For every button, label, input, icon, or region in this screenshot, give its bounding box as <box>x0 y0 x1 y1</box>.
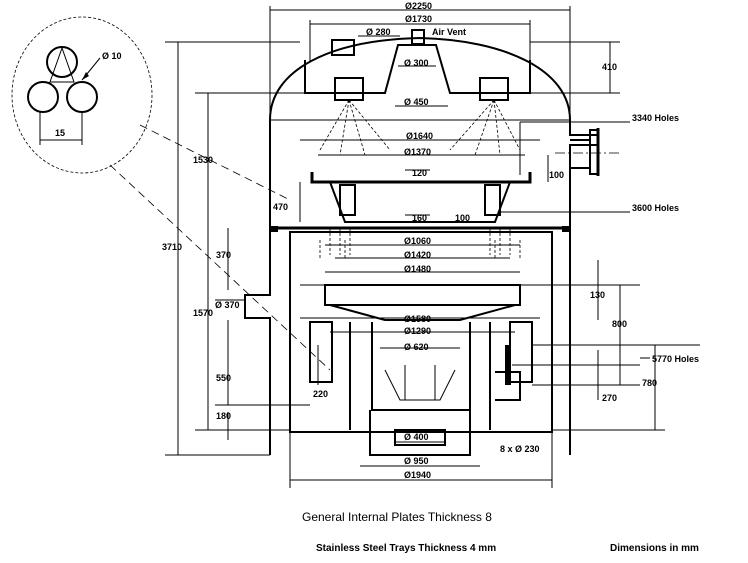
dim-120: 120 <box>412 168 427 178</box>
detail-15: 15 <box>55 128 65 138</box>
dim-780: 780 <box>642 378 657 388</box>
dim-280: Ø 280 <box>366 27 391 37</box>
dim-950: Ø 950 <box>404 456 429 466</box>
dim-1420: Ø1420 <box>404 250 431 260</box>
dim-1530: 1530 <box>193 155 213 165</box>
dim-620: Ø 620 <box>404 342 429 352</box>
dim-1730: Ø1730 <box>405 14 432 24</box>
pipes-label: 8 x Ø 230 <box>500 444 540 454</box>
dim-1290: Ø1290 <box>404 326 431 336</box>
lower-internals <box>289 231 553 456</box>
dim-1570: 1570 <box>193 308 213 318</box>
holes-3600: 3600 Holes <box>632 203 679 213</box>
dim-1580: Ø1580 <box>404 314 431 324</box>
dim-180: 180 <box>216 411 231 421</box>
captions: General Internal Plates Thickness 8 Stai… <box>302 510 699 554</box>
dim-300: Ø 300 <box>404 58 429 68</box>
caption-plates: General Internal Plates Thickness 8 <box>302 510 492 524</box>
dim-2250: Ø2250 <box>405 1 432 11</box>
dim-1370: Ø1370 <box>404 147 431 157</box>
dim-100-upper: 100 <box>549 170 564 180</box>
dim-1640: Ø1640 <box>406 131 433 141</box>
vessel-shell <box>244 29 620 455</box>
holes-3340: 3340 Holes <box>632 113 679 123</box>
caption-units: Dimensions in mm <box>610 543 699 554</box>
dim-270: 270 <box>602 393 617 403</box>
dim-450: Ø 450 <box>404 97 429 107</box>
dim-1480: Ø1480 <box>404 264 431 274</box>
dim-100: 100 <box>455 213 470 223</box>
caption-trays: Stainless Steel Trays Thickness 4 mm <box>316 543 496 554</box>
dim-470: 470 <box>273 202 288 212</box>
detail-d10: Ø 10 <box>102 51 122 61</box>
holes-5770: 5770 Holes <box>652 354 699 364</box>
dim-220: 220 <box>313 389 328 399</box>
dim-3710: 3710 <box>162 242 182 252</box>
dim-1940: Ø1940 <box>404 470 431 480</box>
dimension-lines <box>165 6 700 488</box>
upper-internals <box>270 44 570 255</box>
dim-800: 800 <box>612 319 627 329</box>
dim-160: 160 <box>412 213 427 223</box>
dim-370: 370 <box>216 250 231 260</box>
dimension-labels: Ø2250 Ø1730 Ø 280 Air Vent Ø 300 410 Ø 4… <box>55 1 699 480</box>
dim-400: Ø 400 <box>404 432 429 442</box>
dim-1060: Ø1060 <box>404 236 431 246</box>
dim-410: 410 <box>602 62 617 72</box>
dim-130: 130 <box>590 290 605 300</box>
dim-550: 550 <box>216 373 231 383</box>
hole-pattern-detail <box>11 16 331 371</box>
dim-nozzle-370: Ø 370 <box>215 300 240 310</box>
air-vent-label: Air Vent <box>432 27 466 37</box>
